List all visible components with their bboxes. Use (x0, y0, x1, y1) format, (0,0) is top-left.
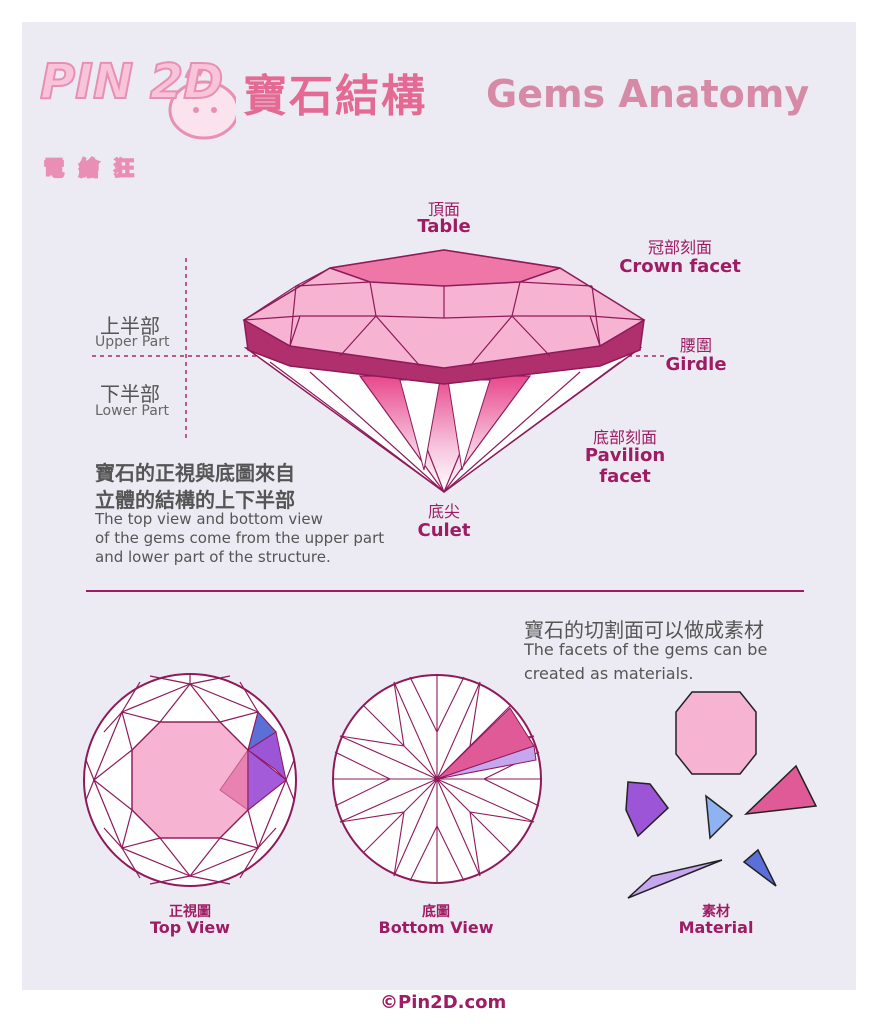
material-caption-en: Material (678, 918, 754, 937)
table-facet (329, 249, 561, 287)
logo: PIN 2D 電 繪 狂 (36, 40, 236, 190)
lower-part-zh: 下半部 (100, 382, 160, 406)
material-octagon (675, 691, 757, 775)
note1-zh-line2: 立體的結構的上下半部 (95, 488, 295, 512)
top-view-highlight-pink (219, 748, 249, 811)
top-view-diagram (83, 673, 297, 887)
note2-zh: 寶石的切割面可以做成素材 (524, 618, 764, 642)
note1-en-line1: The top view and bottom view (95, 510, 323, 528)
bottom-view-highlight-lavender (436, 745, 537, 780)
title-zh: 寶石結構 (243, 71, 427, 122)
girdle-label-en: Girdle (665, 354, 727, 375)
pavilion-label-zh: 底部刻面 (592, 428, 657, 447)
material-blue-triangle (705, 794, 734, 840)
bottom-view-caption-en: Bottom View (378, 918, 494, 937)
material-purple-quad (625, 781, 670, 838)
girdle-label-zh: 腰圍 (679, 336, 712, 355)
title-en: Gems Anatomy (486, 72, 810, 116)
material-pink-triangle (743, 764, 818, 815)
note2-en-line2: created as materials. (524, 664, 694, 683)
crown-label-en: Crown facet (619, 256, 741, 277)
section-divider (86, 590, 804, 592)
note1-zh-line1: 寶石的正視與底圖來自 (95, 461, 295, 485)
material-navy-triangle (742, 848, 777, 887)
crown-label-zh: 冠部刻面 (647, 238, 712, 257)
material-pieces (625, 691, 818, 899)
material-caption-zh: 素材 (702, 904, 730, 920)
logo-main: PIN 2D (39, 53, 224, 111)
bottom-view-diagram (332, 674, 542, 884)
material-lavender-sliver (627, 859, 723, 899)
top-view-caption-en: Top View (149, 918, 231, 937)
culet-label-en: Culet (417, 520, 471, 541)
logo-sub: 電 繪 狂 (43, 155, 138, 181)
note2-en-line1: The facets of the gems can be (524, 640, 768, 659)
note1-en-line3: and lower part of the structure. (95, 548, 331, 566)
footer-copyright[interactable]: ©Pin2D.com (380, 992, 507, 1013)
note1-en-line2: of the gems come from the upper part (95, 529, 385, 547)
table-label-en: Table (417, 216, 471, 237)
pavilion-label-en: Pavilion facet (584, 445, 666, 487)
upper-part-en: Upper Part (95, 334, 170, 350)
lower-part-en: Lower Part (95, 403, 170, 419)
logo-mascot-icon (168, 65, 236, 140)
upper-part-zh: 上半部 (100, 314, 160, 338)
table-label-zh: 頂面 (427, 200, 460, 219)
bottom-view-caption-zh: 底圖 (422, 904, 450, 920)
top-view-caption-zh: 正視圖 (169, 904, 211, 920)
culet-label-zh: 底尖 (427, 502, 460, 521)
